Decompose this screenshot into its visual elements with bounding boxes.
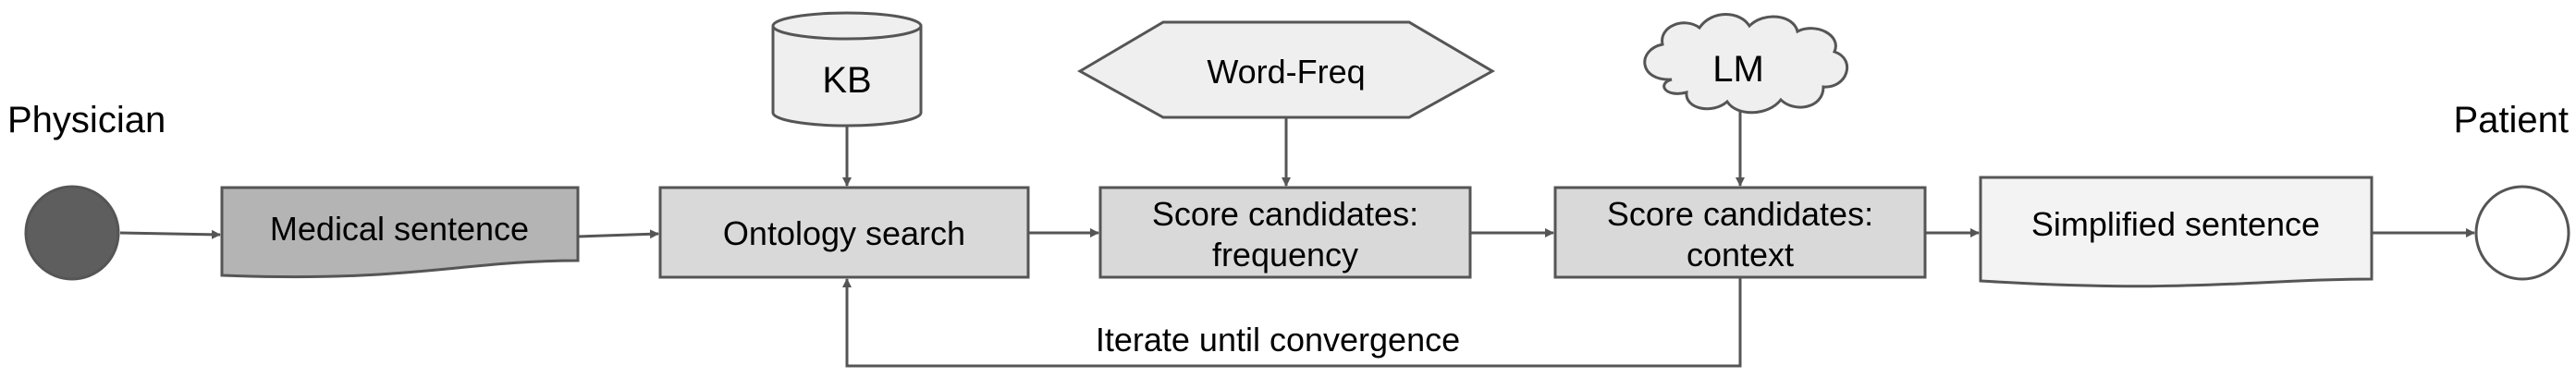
ontology-search-node (658, 186, 1030, 279)
score-context-label-line2: context (1687, 236, 1794, 274)
physician-label: Physician (7, 100, 166, 140)
word-freq-label: Word-Freq (1207, 53, 1365, 91)
score-frequency-node (1098, 186, 1472, 279)
arrow-input-to-ontology (577, 229, 659, 239)
arrow-physician-to-input (119, 229, 221, 239)
start-node (24, 185, 120, 281)
lm-cloud-icon (1643, 13, 1849, 115)
patient-label: Patient (2453, 100, 2569, 140)
loop-label: Iterate until convergence (1096, 321, 1460, 359)
end-node (2474, 185, 2570, 281)
simplified-sentence-label: Simplified sentence (2031, 205, 2320, 243)
medical-sentence-label: Medical sentence (270, 210, 529, 248)
word-freq-node (1076, 20, 1496, 119)
ontology-search-label: Ontology search (723, 214, 965, 252)
score-frequency-label-line2: frequency (1212, 236, 1358, 274)
simplified-sentence-node (1979, 176, 2374, 288)
score-frequency-label-line1: Score candidates: (1152, 195, 1418, 233)
arrow-feedback-loop (842, 277, 1742, 368)
kb-label: KB (822, 60, 871, 101)
kb-database-icon (771, 11, 923, 128)
lm-label: LM (1712, 49, 1764, 90)
score-context-label-line1: Score candidates: (1607, 195, 1873, 233)
medical-sentence-node (220, 186, 580, 279)
score-context-node (1553, 186, 1927, 279)
